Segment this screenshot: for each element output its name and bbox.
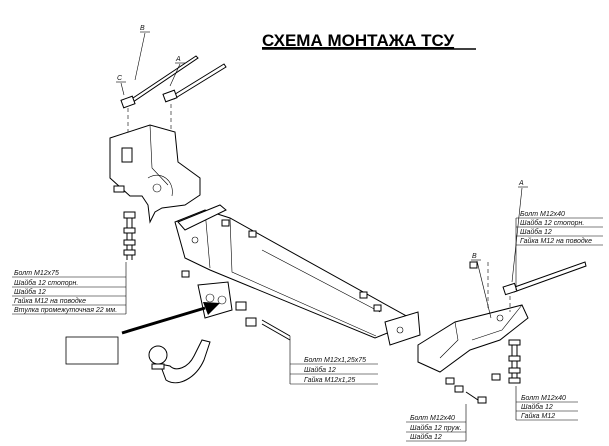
left-bolt-stack — [113, 185, 136, 260]
callout-left-line-2: Шайба 12 стопорн. — [14, 279, 78, 287]
right-bracket — [417, 304, 529, 373]
callout-bottom-center-line-3: Шайба 12 — [410, 433, 442, 441]
label-b-top: B — [140, 25, 145, 32]
callout-bottom-center: Болт M12x40 Шайба 12 пруж. Шайба 12 — [406, 404, 467, 442]
leader-a-right — [511, 187, 523, 283]
callout-right-top: Болт M12x40 Шайба 12 стопорн. Шайба 12 Г… — [515, 211, 603, 290]
left-bracket-plate — [109, 124, 201, 224]
callout-left-line-4: Гайка M12 на поводке — [14, 297, 86, 305]
beam-nuts — [181, 219, 382, 312]
callout-left-line-1: Болт M12x75 — [14, 270, 59, 277]
leader-b-top — [134, 32, 146, 81]
callout-bottom-right-line-3: Гайка M12 — [521, 412, 555, 420]
leader-c-top — [120, 82, 125, 96]
callout-left-line-3: Шайба 12 — [14, 288, 46, 296]
callout-bottom-right-line-2: Шайба 12 — [521, 403, 553, 411]
callout-right-top-line-1: Болт M12x40 — [520, 211, 565, 218]
label-c-top: C — [117, 75, 123, 82]
callout-bottom-center-line-1: Болт M12x40 — [410, 415, 455, 422]
tow-ball — [148, 339, 211, 384]
pull-cord-right — [502, 261, 587, 296]
pointer-arrow — [121, 302, 220, 335]
label-a-top: A — [175, 56, 181, 63]
callout-right-top-line-3: Шайба 12 — [520, 228, 552, 236]
callout-bottom-right-line-1: Болт M12x40 — [521, 395, 566, 402]
blank-label-box — [65, 336, 119, 365]
leader-b-right — [476, 260, 492, 319]
callout-left: Болт M12x75 Шайба 12 стопорн. Шайба 12 Г… — [12, 262, 127, 315]
callout-right-top-line-4: Гайка M12 на поводке — [520, 237, 592, 245]
label-a-right: A — [518, 180, 524, 187]
callout-left-line-5: Втулка промежуточная 22 мм. — [14, 307, 117, 314]
main-crossbeam — [174, 204, 421, 346]
label-b-right: B — [472, 253, 477, 260]
callout-center-line-2: Шайба 12 — [304, 366, 336, 374]
pull-cord-top-left — [120, 55, 199, 109]
callout-center-line-1: Болт M12x1,25x75 — [304, 357, 366, 364]
pull-cord-top-right — [162, 63, 227, 103]
bottom-fasteners — [445, 261, 501, 404]
diagram-title: СХЕМА МОНТАЖА ТСУ — [262, 31, 455, 50]
callout-bottom-center-line-2: Шайба 12 пруж. — [410, 424, 462, 432]
callout-center: Болт M12x1,25x75 Шайба 12 Гайка M12x1,25 — [289, 336, 378, 385]
callout-right-top-line-2: Шайба 12 стопорн. — [520, 219, 584, 227]
right-bolt-stack — [508, 339, 521, 384]
callout-bottom-right: Болт M12x40 Шайба 12 Гайка M12 — [515, 386, 578, 421]
callout-center-line-3: Гайка M12x1,25 — [304, 376, 355, 384]
